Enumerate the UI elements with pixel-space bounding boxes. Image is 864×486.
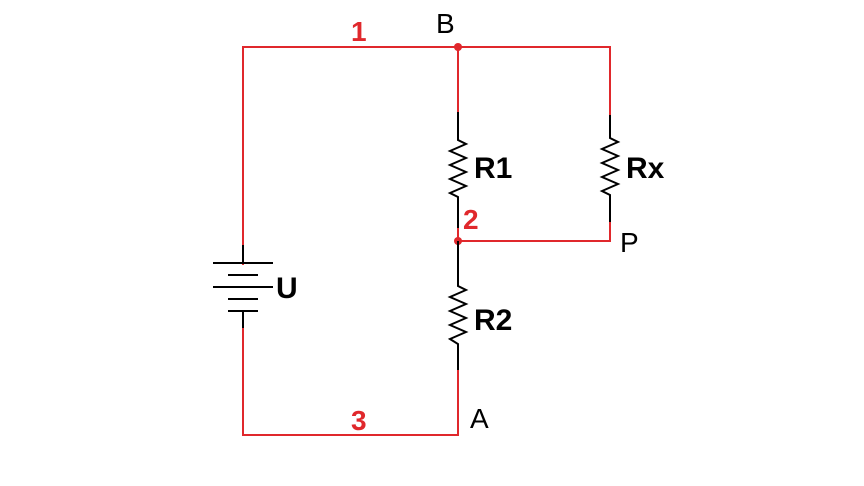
label-node-a: A <box>470 403 489 434</box>
resistor-r2 <box>447 241 469 370</box>
wire-node2-p <box>458 222 611 242</box>
label-node-b: B <box>436 8 455 39</box>
label-rx: Rx <box>626 152 665 185</box>
wire-bottom <box>242 328 459 436</box>
label-net-2: 2 <box>463 204 479 235</box>
junction-b <box>454 43 462 51</box>
battery-u <box>213 245 273 328</box>
wires <box>242 46 611 436</box>
label-u: U <box>276 272 298 305</box>
label-node-p: P <box>620 227 639 258</box>
resistor-rx <box>599 115 621 222</box>
label-r1: R1 <box>474 152 512 185</box>
label-net-3: 3 <box>351 405 367 436</box>
wire-top <box>242 46 611 265</box>
label-net-1: 1 <box>351 16 367 47</box>
label-r2: R2 <box>474 304 512 337</box>
